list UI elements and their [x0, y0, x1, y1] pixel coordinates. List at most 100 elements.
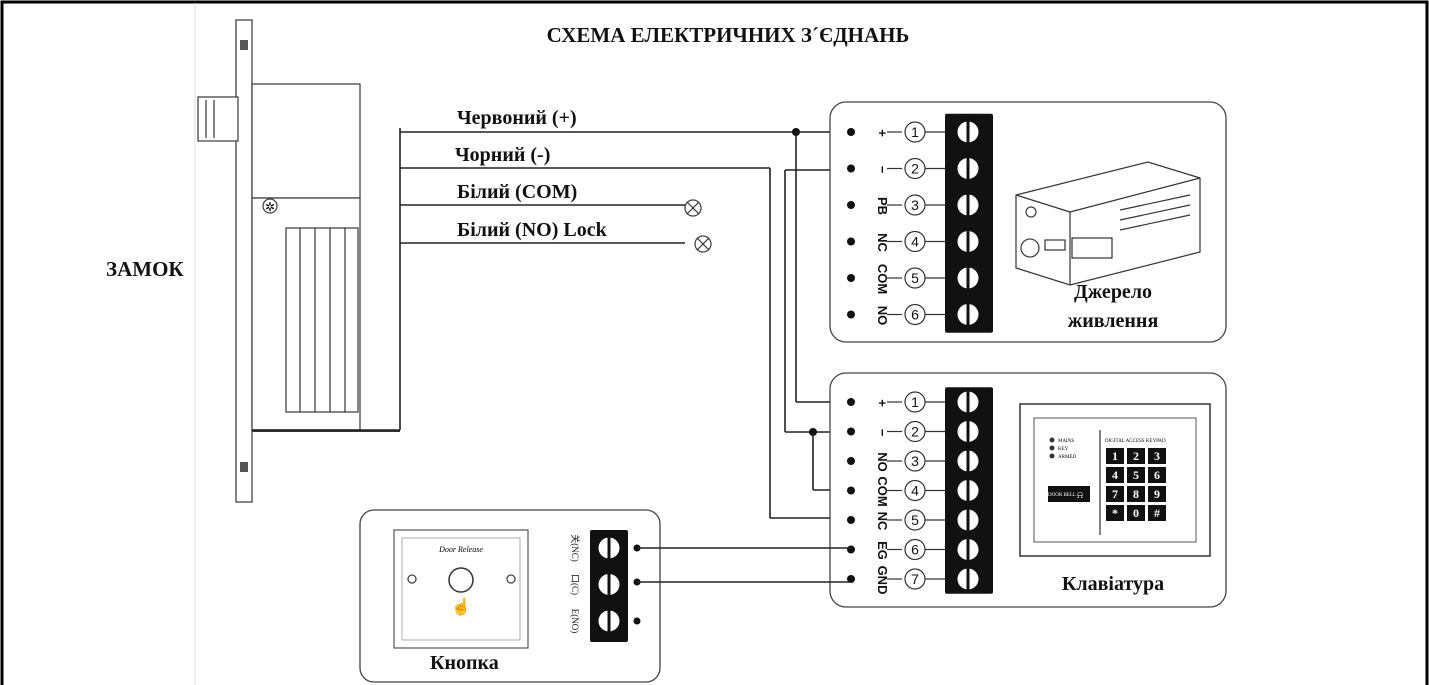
ps-terminal-number: 1 — [911, 124, 919, 140]
ps-terminal-number: 5 — [911, 270, 919, 286]
ps-terminal-label: − — [875, 166, 890, 174]
led-label: ARMED — [1058, 455, 1076, 460]
keypad-key: 2 — [1127, 448, 1145, 464]
ps-terminal-4: NC 4 — [847, 228, 982, 255]
doorbell-key — [1048, 486, 1090, 502]
kp-terminal-number: 7 — [911, 571, 919, 587]
ps-terminal-2: −2 — [847, 155, 982, 182]
indicator-lamp-no — [694, 235, 712, 253]
kp-terminal-number: 1 — [911, 394, 919, 410]
button-terminal-label: 关(NC) — [570, 534, 581, 562]
indicator-lamp-com — [684, 199, 702, 217]
wire-label-black: Чорний (-) — [455, 144, 550, 166]
keypad-key: 9 — [1148, 486, 1166, 502]
kp-terminal-label: EG — [875, 541, 890, 560]
keypad-key-label: 2 — [1133, 449, 1139, 463]
led-icon — [1049, 437, 1055, 443]
kp-terminal-7: GND 7 — [847, 565, 982, 595]
wire-label-white-com: Білий (COM) — [457, 181, 577, 203]
kp-terminal-2: −2 — [847, 418, 982, 445]
release-button — [448, 567, 474, 593]
keypad-key-label: * — [1112, 506, 1118, 520]
ps-terminal-label: + — [875, 129, 890, 137]
keypad-key-label: 5 — [1133, 468, 1139, 482]
ps-terminal-number: 6 — [911, 307, 919, 323]
keypad-key-label: 7 — [1112, 487, 1118, 501]
keypad-key-label: 1 — [1112, 449, 1118, 463]
kp-terminal-number: 2 — [911, 424, 919, 440]
keypad-key: 4 — [1106, 467, 1124, 483]
door-release-text: Door Release — [438, 545, 483, 554]
led-icon — [1049, 445, 1055, 451]
kp-terminal-6: EG 6 — [847, 536, 982, 563]
kp-terminal-label: GND — [875, 566, 890, 595]
power-supply-label-line1: Джерело — [1074, 281, 1152, 303]
kp-terminal-number: 6 — [911, 542, 919, 558]
keypad-key: * — [1106, 505, 1124, 521]
ps-terminal-label: NC — [875, 233, 890, 252]
ps-terminal-number: 4 — [911, 234, 919, 250]
keypad-key: # — [1148, 505, 1166, 521]
button-label: Кнопка — [430, 652, 499, 674]
svg-text:✲: ✲ — [265, 200, 275, 214]
led-label: MAINS — [1058, 439, 1074, 444]
lock-label: ЗАМОК — [106, 257, 184, 281]
ps-terminal-number: 3 — [911, 197, 919, 213]
ps-terminal-label: NO — [875, 306, 890, 326]
button-keypad-wires — [633, 544, 852, 625]
kp-terminal-number: 3 — [911, 453, 919, 469]
button-terminal-2: 口(C) — [570, 571, 623, 598]
kp-terminal-label: + — [875, 399, 890, 407]
keypad-key: 1 — [1106, 448, 1124, 464]
keypad-key-label: # — [1154, 506, 1160, 520]
kp-terminal-1: +1 — [847, 388, 982, 416]
diagram-title: СХЕМА ЕЛЕКТРИЧНИХ З´ЄДНАНЬ — [547, 23, 910, 47]
ps-terminal-number: 2 — [911, 161, 919, 177]
ps-terminal-3: PB 3 — [847, 191, 982, 219]
keypad-key-label: 3 — [1154, 449, 1160, 463]
keypad-key-label: 0 — [1133, 506, 1139, 520]
kp-terminal-label: NO — [875, 452, 890, 472]
kp-terminal-number: 5 — [911, 512, 919, 528]
button-terminals: 关(NC) 口(C) E(NO) — [570, 530, 628, 642]
keypad-key-label: 9 — [1154, 487, 1160, 501]
hand-icon: ☝ — [451, 597, 471, 616]
led-icon — [1049, 453, 1055, 459]
button-terminal-label: E(NO) — [570, 609, 580, 634]
kp-terminal-label: − — [875, 429, 890, 437]
wire-label-white-no: Білий (NO) Lock — [457, 219, 608, 241]
keypad-label: Клавіатура — [1062, 573, 1164, 595]
wire-label-red: Червоний (+) — [457, 107, 577, 129]
bell-icon: ⍾ — [1077, 490, 1084, 501]
kp-terminal-number: 4 — [911, 483, 919, 499]
power-supply-label-line2: живлення — [1068, 310, 1159, 332]
door-release-plate: Door Release ☝ — [393, 529, 529, 649]
keypad-key: 5 — [1127, 467, 1145, 483]
keypad-key: 0 — [1127, 505, 1145, 521]
button-terminal-label: 口(C) — [570, 574, 580, 595]
keypad-key: 3 — [1148, 448, 1166, 464]
keypad-key: 6 — [1148, 467, 1166, 483]
kp-terminal-5: NC 5 — [847, 506, 982, 534]
keypad-heading: DIGITAL ACCESS KEYPAD — [1105, 439, 1166, 444]
keypad-key-label: 8 — [1133, 487, 1139, 501]
lock-device: ✲ — [197, 19, 400, 503]
kp-terminal-label: NC — [875, 512, 890, 531]
ps-terminal-label: PB — [875, 197, 890, 215]
ps-terminal-1: +1 — [847, 118, 982, 146]
lock-wires — [252, 128, 852, 519]
button-terminal-3: E(NO) — [570, 607, 623, 635]
power-supply-device — [1015, 161, 1201, 286]
ps-terminal-6: NO 6 — [847, 301, 982, 328]
keypad-key-label: 6 — [1154, 468, 1160, 482]
button-terminal-1: 关(NC) — [570, 534, 623, 562]
doorbell-label: DOOR BELL — [1048, 493, 1076, 498]
keypad-key-label: 4 — [1112, 468, 1118, 482]
